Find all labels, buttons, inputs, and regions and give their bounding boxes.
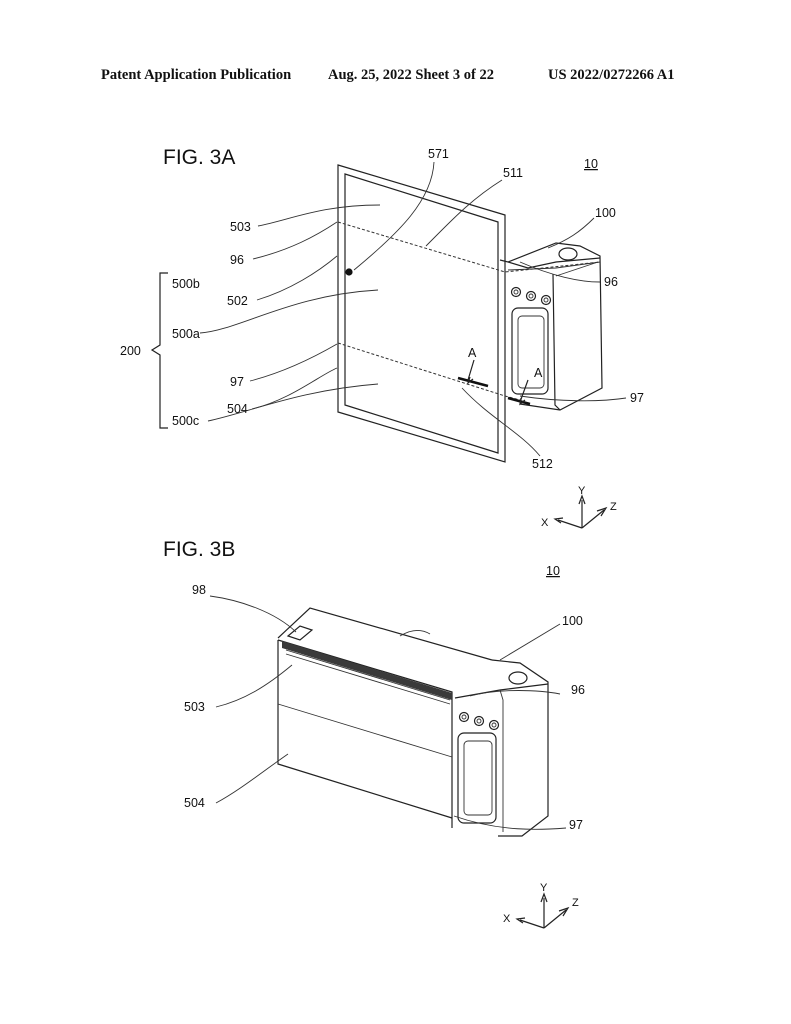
label-512: 512 [532, 457, 553, 471]
label-100: 100 [562, 614, 583, 628]
device-assembly [277, 607, 549, 837]
axis-3a-x: X [541, 517, 549, 529]
header-date-sheet: Aug. 25, 2022 Sheet 3 of 22 [328, 67, 494, 83]
axis-3a-y: Y [578, 485, 586, 497]
axis-3b-y: Y [540, 882, 548, 894]
axis-3b-x: X [503, 913, 511, 925]
fig-3a-title: FIG. 3A [163, 146, 235, 169]
fig-3a-leaders [199, 161, 627, 457]
axis-3a-z: Z [610, 501, 617, 513]
label-503: 503 [230, 220, 251, 234]
label-97-right: 97 [630, 391, 644, 405]
label-97-left: 97 [230, 375, 244, 389]
label-511: 511 [503, 166, 523, 180]
label-A-left: A [468, 346, 477, 360]
fig-3b-axes: Y X Z [503, 882, 579, 929]
label-571: 571 [428, 147, 449, 161]
fig-3b-ref: 10 [546, 564, 560, 578]
fig-3a-axes: Y X Z [541, 485, 617, 529]
label-97: 97 [569, 818, 583, 832]
label-500a: 500a [172, 327, 200, 341]
header-patent-number: US 2022/0272266 A1 [548, 67, 675, 83]
fig-3b-title: FIG. 3B [163, 538, 235, 561]
fig-3a-ref: 10 [584, 157, 598, 171]
axis-3b-z: Z [572, 897, 579, 909]
header-publication: Patent Application Publication [101, 67, 292, 83]
label-100: 100 [595, 206, 616, 220]
fig-3b-leaders [209, 595, 567, 830]
label-96: 96 [571, 683, 585, 697]
label-504: 504 [227, 402, 248, 416]
label-500c: 500c [172, 414, 199, 428]
figure-3b: FIG. 3B 10 [163, 538, 585, 929]
label-96-right: 96 [604, 275, 618, 289]
sheet-200 [337, 164, 601, 463]
label-A-right: A [534, 366, 543, 380]
device-100 [499, 242, 603, 411]
label-500b: 500b [172, 277, 200, 291]
bracket-200 [150, 272, 168, 429]
label-504: 504 [184, 796, 205, 810]
label-200: 200 [120, 344, 141, 358]
label-96-left: 96 [230, 253, 244, 267]
figure-3a: FIG. 3A 10 [120, 146, 644, 529]
label-98: 98 [192, 583, 206, 597]
label-502: 502 [227, 294, 248, 308]
label-503: 503 [184, 700, 205, 714]
